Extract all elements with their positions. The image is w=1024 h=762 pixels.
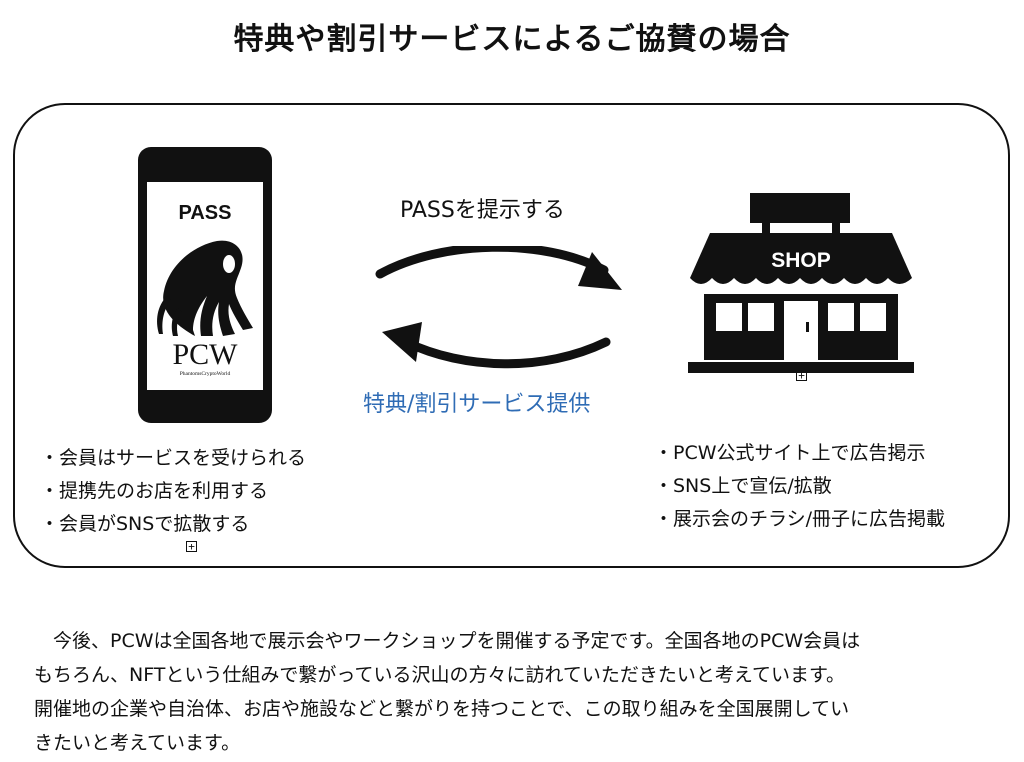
benefit-service-label: 特典/割引サービス提供 (363, 392, 591, 417)
pcw-logo-text: PCW (172, 338, 238, 371)
list-item: ・提携先のお店を利用する (40, 480, 269, 502)
list-item: ・展示会のチラシ/冊子に広告掲載 (654, 508, 946, 530)
pcw-logo-subtitle: PhantomsCryptoWorld (180, 371, 231, 377)
page-title: 特典や割引サービスによるご協賛の場合 (233, 22, 791, 57)
list-item: ・PCW公式サイト上で広告掲示 (654, 442, 926, 464)
arrow-to-shop-head (578, 252, 622, 290)
show-pass-label: PASSを提示する (400, 198, 565, 223)
shop-icon: SHOP (688, 193, 914, 373)
list-item: ・会員はサービスを受けられる (40, 447, 307, 469)
shop-sign-text: SHOP (771, 249, 831, 272)
shop-benefits-list: ・PCW公式サイト上で広告掲示 ・SNS上で宣伝/拡散 ・展示会のチラシ/冊子に… (654, 437, 945, 536)
paragraph-line: きたいと考えています。 (34, 732, 241, 754)
arrow-to-phone (401, 337, 611, 369)
phone-screen-title: PASS (179, 202, 232, 224)
phantom-figure-icon (157, 240, 253, 336)
list-item: ・会員がSNSで拡散する (40, 513, 250, 535)
diagram-frame (13, 103, 1010, 568)
plus-box-icon: + (796, 370, 807, 381)
list-item: ・SNS上で宣伝/拡散 (654, 475, 832, 497)
paragraph-line: もちろん、NFTという仕組みで繋がっている沢山の方々に訪れていただきたいと考えて… (34, 664, 846, 686)
exchange-arrows (375, 246, 622, 369)
arrow-to-phone-head (382, 322, 422, 362)
smartphone-illustration: PASS PCW PhantomsCryptoWorld (138, 147, 272, 423)
paragraph-line: 今後、PCWは全国各地で展示会やワークショップを開催する予定です。全国各地のPC… (34, 630, 861, 652)
paragraph-line: 開催地の企業や自治体、お店や施設などと繋がりを持つことで、この取り組みを全国展開… (34, 698, 850, 720)
arrow-to-shop (375, 246, 609, 279)
plus-box-icon: + (186, 541, 197, 552)
member-benefits-list: ・会員はサービスを受けられる ・提携先のお店を利用する ・会員がSNSで拡散する (40, 442, 306, 541)
description-paragraph: 今後、PCWは全国各地で展示会やワークショップを開催する予定です。全国各地のPC… (34, 624, 994, 760)
